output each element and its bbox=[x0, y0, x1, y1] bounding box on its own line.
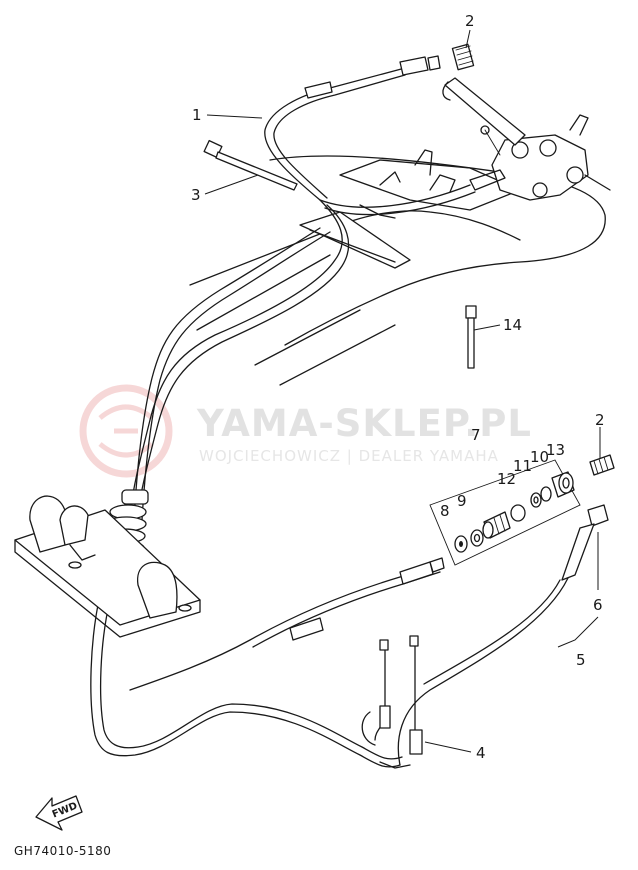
mount-plate bbox=[14, 495, 201, 638]
part-5-6-cable bbox=[397, 504, 609, 766]
callout-3: 3 bbox=[191, 186, 201, 204]
leader-lines bbox=[204, 29, 601, 753]
watermark-logo-icon bbox=[79, 384, 173, 478]
callout-2-top: 2 bbox=[465, 12, 475, 30]
watermark: YAMA-SKLEP.PL WOJCIECHOWICZ | DEALER YAM… bbox=[79, 384, 532, 478]
callout-10: 10 bbox=[530, 448, 549, 466]
callouts: 1 2 2 3 4 5 6 7 8 9 10 11 12 13 14 bbox=[191, 12, 605, 762]
fwd-arrow-icon: FWD bbox=[35, 795, 83, 831]
callout-4: 4 bbox=[476, 744, 486, 762]
part-4-cable-ends bbox=[361, 635, 423, 769]
callout-8: 8 bbox=[440, 502, 450, 520]
callout-14: 14 bbox=[503, 316, 522, 334]
callout-12: 12 bbox=[497, 470, 516, 488]
callout-5: 5 bbox=[576, 651, 586, 669]
callout-9: 9 bbox=[457, 492, 467, 510]
throttle-cable bbox=[131, 55, 441, 501]
lower-cable-bundle bbox=[90, 227, 403, 768]
watermark-title: YAMA-SKLEP.PL bbox=[196, 402, 532, 445]
callout-7: 7 bbox=[471, 426, 481, 444]
part-14-clamp bbox=[465, 305, 477, 369]
parts-group-7 bbox=[429, 459, 581, 566]
hull-body bbox=[189, 77, 611, 386]
callout-6: 6 bbox=[593, 596, 603, 614]
callout-13: 13 bbox=[546, 441, 565, 459]
callout-1: 1 bbox=[192, 106, 202, 124]
choke-cable bbox=[129, 557, 445, 691]
part-2-adjuster-top bbox=[451, 43, 475, 71]
diagram-code: GH74010-5180 bbox=[14, 844, 111, 858]
part-3-cable-tie bbox=[203, 139, 298, 191]
callout-2-right: 2 bbox=[595, 411, 605, 429]
part-2-adjuster-right bbox=[589, 454, 615, 476]
callout-11: 11 bbox=[513, 457, 532, 475]
watermark-subtitle: WOJCIECHOWICZ | DEALER YAMAHA bbox=[199, 447, 499, 465]
